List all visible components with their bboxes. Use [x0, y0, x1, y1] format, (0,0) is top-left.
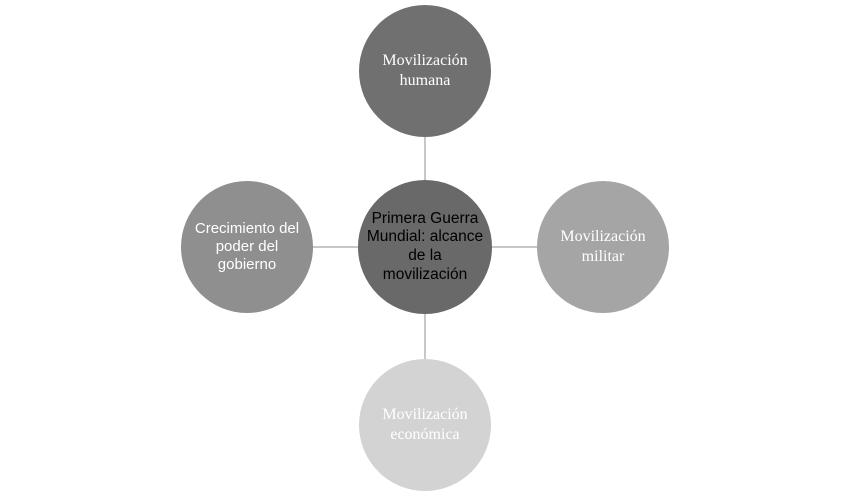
node-movilizacion-humana: Movilización humana	[359, 5, 491, 137]
node-label: Movilización humana	[382, 52, 468, 89]
node-label: Primera Guerra Mundial: alcance de la mo…	[366, 209, 484, 283]
node-label: Movilización económica	[382, 406, 468, 443]
node-movilizacion-economica: Movilización económica	[359, 359, 491, 491]
node-label: Crecimiento del poder del gobierno	[194, 219, 300, 274]
node-movilizacion-militar: Movilización militar	[537, 181, 669, 313]
connector-left	[313, 246, 358, 248]
connector-bottom	[424, 314, 426, 359]
node-label: Movilización militar	[560, 228, 646, 265]
node-central-primera-guerra-mundial: Primera Guerra Mundial: alcance de la mo…	[358, 180, 492, 314]
connector-top	[424, 137, 426, 181]
connector-right	[492, 246, 537, 248]
node-crecimiento-poder-gobierno: Crecimiento del poder del gobierno	[181, 181, 313, 313]
